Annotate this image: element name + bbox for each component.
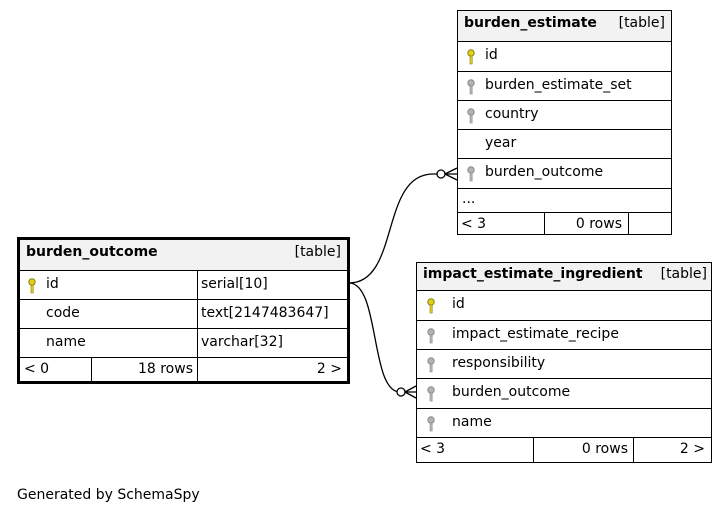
primary-key-icon <box>28 278 36 294</box>
foreign-key-icon <box>427 357 435 373</box>
crow-foot-burden-estimate <box>444 167 458 181</box>
primary-key-icon <box>467 49 475 65</box>
footer-divider <box>91 358 92 381</box>
column-row: name varchar[32] <box>20 328 347 357</box>
column-row: id <box>458 41 671 71</box>
foreign-key-icon <box>467 79 475 95</box>
column-row: year <box>458 129 671 158</box>
table-name: burden_estimate <box>464 15 597 31</box>
column-name: id <box>46 276 59 292</box>
parents-count: < 3 <box>420 441 446 457</box>
table-footer: < 3 0 rows 2 > <box>417 437 711 462</box>
column-name: burden_outcome <box>452 384 571 400</box>
parents-count: < 3 <box>461 216 487 232</box>
table-header: impact_estimate_ingredient [table] <box>417 263 711 290</box>
footer-divider <box>197 358 198 381</box>
row-count: 0 rows <box>575 216 622 232</box>
table-name: impact_estimate_ingredient <box>423 266 643 282</box>
column-name: year <box>485 135 517 151</box>
column-row: id serial[10] <box>20 270 347 299</box>
column-name: country <box>485 106 539 122</box>
column-name: code <box>46 305 80 321</box>
crow-foot-impact-estimate-ingredient <box>404 385 417 399</box>
crow-foot-circle-burden-estimate <box>436 169 446 179</box>
column-row: code text[2147483647] <box>20 299 347 328</box>
primary-key-icon <box>427 298 435 314</box>
more-columns-row: ... <box>458 188 671 212</box>
column-divider <box>197 329 198 357</box>
column-divider <box>197 271 198 299</box>
column-row: name <box>417 408 711 437</box>
foreign-key-icon <box>427 386 435 402</box>
foreign-key-icon <box>467 108 475 124</box>
column-row: impact_estimate_recipe <box>417 320 711 349</box>
column-type: varchar[32] <box>201 334 283 350</box>
column-name: id <box>485 47 498 63</box>
table-impact-estimate-ingredient[interactable]: impact_estimate_ingredient [table] id im… <box>416 262 712 463</box>
crow-foot-circle-impact-estimate-ingredient <box>396 387 406 397</box>
relationship-burden-estimate <box>348 173 457 284</box>
table-burden-outcome[interactable]: burden_outcome [table] id serial[10] cod… <box>17 237 350 384</box>
table-kind: [table] <box>294 244 341 260</box>
table-header: burden_outcome [table] <box>20 240 347 270</box>
row-count: 18 rows <box>137 361 193 377</box>
table-kind: [table] <box>618 15 665 31</box>
footer-divider <box>533 438 534 462</box>
parents-count: < 0 <box>24 361 50 377</box>
column-row: country <box>458 100 671 129</box>
children-count: 2 > <box>316 361 342 377</box>
column-type: text[2147483647] <box>201 305 329 321</box>
column-name: responsibility <box>452 355 546 371</box>
column-row: responsibility <box>417 349 711 378</box>
table-header: burden_estimate [table] <box>458 11 671 41</box>
foreign-key-icon <box>427 328 435 344</box>
footer-divider <box>628 213 629 234</box>
table-footer: < 3 0 rows <box>458 212 671 234</box>
relationship-impact-estimate-ingredient <box>348 282 416 393</box>
row-count: 0 rows <box>581 441 628 457</box>
children-count: 2 > <box>679 441 705 457</box>
table-name: burden_outcome <box>26 244 158 260</box>
column-name: impact_estimate_recipe <box>452 326 619 342</box>
table-footer: < 0 18 rows 2 > <box>20 357 347 381</box>
column-name: name <box>46 334 86 350</box>
column-row: id <box>417 290 711 320</box>
footer-divider <box>544 213 545 234</box>
footer-divider <box>633 438 634 462</box>
foreign-key-icon <box>427 416 435 432</box>
column-name: name <box>452 414 492 430</box>
column-divider <box>197 300 198 328</box>
column-type: serial[10] <box>201 276 268 292</box>
generated-by-caption: Generated by SchemaSpy <box>17 487 200 503</box>
more-columns-ellipsis: ... <box>462 191 476 207</box>
column-name: id <box>452 296 465 312</box>
column-row: burden_outcome <box>458 158 671 188</box>
table-burden-estimate[interactable]: burden_estimate [table] id burden_estima… <box>457 10 672 235</box>
table-kind: [table] <box>660 266 707 282</box>
column-row: burden_outcome <box>417 378 711 408</box>
column-name: burden_outcome <box>485 164 604 180</box>
column-name: burden_estimate_set <box>485 77 632 93</box>
column-row: burden_estimate_set <box>458 71 671 100</box>
foreign-key-icon <box>467 166 475 182</box>
